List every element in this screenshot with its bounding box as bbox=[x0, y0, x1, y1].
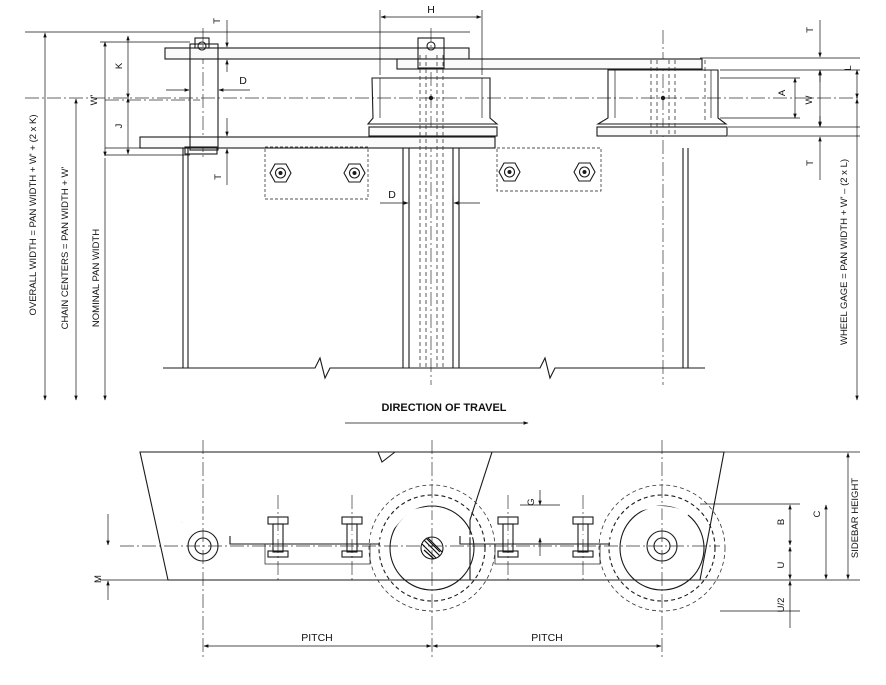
dim-label-J: J bbox=[114, 123, 125, 128]
bracket-left bbox=[264, 543, 371, 565]
end-pin-right bbox=[646, 530, 678, 562]
pitch-label-right: PITCH bbox=[531, 632, 563, 644]
wheel-right bbox=[596, 69, 728, 125]
end-pin-left bbox=[187, 530, 219, 562]
dim-label-B: B bbox=[776, 519, 787, 525]
nominal-pan-width-label: NOMINAL PAN WIDTH bbox=[91, 229, 102, 327]
cotter-left bbox=[194, 37, 210, 49]
dim-label-D-upper: D bbox=[239, 75, 247, 87]
nut bbox=[498, 162, 521, 182]
wheel-left bbox=[366, 77, 499, 125]
dim-label-C: C bbox=[812, 510, 823, 517]
lower-sidebar-plate-3 bbox=[596, 126, 728, 137]
nut bbox=[343, 163, 366, 183]
dim-label-T-top: T bbox=[212, 18, 223, 24]
pan-outline-right bbox=[372, 451, 725, 581]
bolt bbox=[341, 516, 363, 558]
direction-indicator: DIRECTION OF TRAVEL bbox=[345, 402, 529, 425]
dim-label-U-half: U/2 bbox=[776, 598, 787, 613]
direction-of-travel-label: DIRECTION OF TRAVEL bbox=[381, 402, 506, 414]
chain-centers-label: CHAIN CENTERS = PAN WIDTH + W' bbox=[60, 167, 71, 330]
dim-label-T-right-bottom: T bbox=[805, 160, 816, 166]
dim-label-W: W bbox=[804, 95, 815, 104]
dim-label-W-prime: W' bbox=[89, 94, 100, 105]
bolt bbox=[497, 516, 519, 558]
wheel-gage-label: WHEEL GAGE = PAN WIDTH + W' – (2 x L) bbox=[839, 159, 850, 345]
dim-label-G: G bbox=[526, 498, 537, 505]
dim-label-U: U bbox=[776, 561, 787, 568]
pitch-label-left: PITCH bbox=[301, 632, 333, 644]
cotter-ring-left bbox=[197, 41, 207, 51]
upper-sidebar-plate-2 bbox=[396, 58, 703, 70]
wheel-outline-right bbox=[598, 484, 726, 612]
dim-label-L: L bbox=[843, 65, 854, 70]
pin-center-head bbox=[417, 37, 445, 69]
dim-label-H: H bbox=[427, 4, 435, 16]
dim-label-K: K bbox=[114, 62, 125, 69]
pan-right bbox=[452, 148, 689, 368]
break-line bbox=[163, 356, 705, 380]
pin-left bbox=[189, 43, 219, 151]
bracket-right bbox=[494, 543, 601, 565]
bolt-bracket-right bbox=[496, 147, 602, 192]
dim-label-M: M bbox=[93, 575, 104, 583]
upper-sidebar-plate bbox=[164, 47, 470, 60]
overall-width-label: OVERALL WIDTH = PAN WIDTH + W' + (2 x K) bbox=[28, 114, 39, 315]
pin-left-head bbox=[184, 146, 218, 155]
dim-label-T-lower: T bbox=[213, 174, 224, 180]
lower-sidebar-plate bbox=[139, 136, 496, 149]
pan-left bbox=[182, 148, 410, 368]
bolt bbox=[267, 516, 289, 558]
nut bbox=[269, 163, 292, 183]
dim-label-A: A bbox=[777, 89, 788, 96]
bolt-bracket-left bbox=[264, 146, 369, 200]
side-view: G B U U/2 C SIDEBAR HEIGHT M PITCH PITCH bbox=[93, 440, 861, 660]
bolt bbox=[572, 516, 594, 558]
dim-label-D-lower: D bbox=[388, 189, 396, 201]
sidebar-height-label: SIDEBAR HEIGHT bbox=[850, 478, 861, 558]
nut bbox=[573, 162, 596, 182]
top-view: H T K W' J D T D bbox=[25, 4, 860, 401]
cotter-ring-center bbox=[426, 41, 436, 51]
lower-sidebar-plate-2 bbox=[368, 126, 498, 137]
dim-label-T-right-top: T bbox=[805, 27, 816, 33]
